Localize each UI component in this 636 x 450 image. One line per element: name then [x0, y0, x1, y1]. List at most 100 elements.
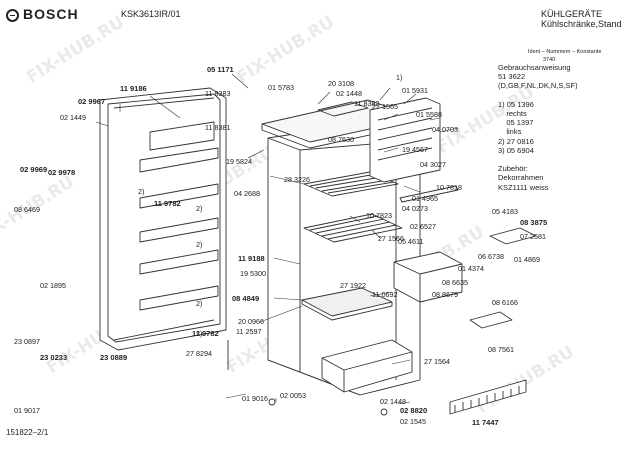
bosch-logo-icon	[6, 9, 19, 22]
model-number: KSK3613IR/01	[121, 9, 181, 19]
part-number-label: 27 1565	[372, 102, 398, 111]
part-number-label: 11 9782	[192, 329, 219, 338]
part-number-label: 05 1171	[207, 65, 234, 74]
part-number-label: 08 7630	[328, 135, 354, 144]
info-line: 1) 05 1396	[498, 99, 534, 109]
info-line: 51 3622	[498, 72, 526, 82]
part-number-label: 01 4374	[458, 264, 484, 273]
part-number-label: 05 4183	[492, 207, 518, 216]
part-number-label: 23 0897	[14, 337, 40, 346]
part-number-label: 2)	[196, 204, 203, 213]
part-number-label: 06 6738	[478, 252, 504, 261]
part-number-label: 19 5824	[226, 157, 252, 166]
part-number-label: 2)	[196, 240, 203, 249]
part-number-label: 28 3226	[284, 175, 310, 184]
part-number-label: 08 6166	[492, 298, 518, 307]
part-number-label: 27 8294	[186, 349, 212, 358]
part-number-label: 19 4567	[402, 145, 428, 154]
part-number-label: 02 1448	[380, 397, 406, 406]
part-number-label: 11 8382	[354, 99, 380, 108]
part-number-label: 08 8679	[432, 290, 458, 299]
part-number-label: 05 4611	[398, 237, 424, 246]
part-number-label: 11 8383	[205, 89, 231, 98]
foot-icon	[268, 398, 276, 406]
info-line: rechts	[498, 109, 527, 118]
part-number-label: 20 3108	[328, 79, 354, 88]
brand-header: BOSCH	[6, 6, 79, 22]
part-number-label: 01 5588	[416, 110, 442, 119]
category-title: KÜHLGERÄTE	[541, 9, 603, 19]
part-number-label: 10 7823	[366, 211, 392, 220]
small-compartment	[393, 251, 463, 303]
part-number-label: 11 9186	[120, 84, 147, 93]
part-number-label: 08 7561	[488, 345, 514, 354]
info-line: 2) 27 0816	[498, 136, 534, 146]
info-line: (D,GB,F,NL,DK,N,S,SF)	[498, 81, 578, 91]
hinge-parts	[489, 227, 537, 245]
part-number-label: 11 9188	[238, 254, 265, 263]
part-number-label: 08 3875	[520, 218, 548, 227]
part-number-label: 01 5931	[402, 86, 428, 95]
part-number-label: 02 1448	[336, 89, 362, 98]
info-line: KSZ1111 weiss	[498, 182, 549, 192]
info-line: Dekorrahmen	[498, 173, 544, 183]
kick-plate	[449, 379, 527, 415]
ident-number: 3740	[543, 57, 556, 63]
part-number-label: 27 1566	[378, 234, 404, 243]
part-number-label: 2)	[138, 187, 145, 196]
part-number-label: 02 0053	[280, 391, 306, 400]
info-line: Gebrauchsanweisung	[498, 63, 571, 72]
part-number-label: 07 2581	[520, 232, 546, 241]
part-number-label: 02 9969	[20, 165, 48, 174]
part-number-label: 11 7447	[472, 418, 499, 427]
part-number-label: 01 9017	[14, 406, 40, 415]
door-racks	[139, 121, 219, 311]
brand-name: BOSCH	[23, 6, 79, 22]
part-number-label: 02 1449	[60, 113, 86, 122]
info-line: links	[498, 127, 522, 137]
part-number-label: 01 5783	[268, 83, 294, 92]
part-number-label: 11 9782	[154, 199, 181, 208]
part-number-label: 02 8820	[400, 406, 428, 415]
part-number-label: 02 1895	[40, 281, 66, 290]
category-subtitle: Kühlschränke,Stand	[541, 19, 622, 29]
part-number-label: 01 9016	[242, 394, 268, 403]
crisper-drawer	[321, 339, 413, 393]
part-number-label: 02 1545	[400, 417, 426, 426]
part-number-label: 08 4849	[232, 294, 260, 303]
evaporator-panel	[369, 97, 441, 183]
part-number-label: 20 0966	[238, 317, 264, 326]
part-number-label: 02 9978	[48, 168, 76, 177]
part-number-label: 19 5300	[240, 269, 266, 278]
part-number-label: 2)	[196, 299, 203, 308]
part-number-label: 23 0889	[100, 353, 128, 362]
part-number-label: 04 0703	[432, 125, 458, 134]
part-number-label: 2)	[196, 329, 203, 338]
foot-icon	[380, 408, 388, 416]
info-line: 3) 05 6904	[498, 145, 534, 155]
part-number-label: 02 6527	[410, 222, 436, 231]
part-number-label: 04 3027	[420, 160, 446, 169]
part-number-label: 10 7818	[436, 183, 462, 192]
info-line: 05 1397	[498, 118, 534, 128]
part-number-label: 08 6469	[14, 205, 40, 214]
part-number-label: 04 0273	[402, 204, 428, 213]
part-number-label: 1)	[396, 73, 403, 82]
part-number-label: 04 2688	[234, 189, 260, 198]
ident-line: Ident – Nummern – Konstante	[528, 49, 602, 55]
part-number-label: 27 1564	[424, 357, 450, 366]
part-number-label: 11 0692	[372, 290, 398, 299]
part-number-label: 01 4965	[412, 194, 438, 203]
part-number-label: 08 6635	[442, 278, 468, 287]
part-number-label: 11 8381	[205, 123, 231, 132]
part-number-label: 11 2597	[236, 327, 262, 336]
thermostat	[469, 311, 513, 329]
leader-lines	[95, 73, 459, 405]
rail	[399, 185, 459, 203]
drawing-number: 151822–2/1	[6, 428, 49, 437]
part-number-label: 01 4869	[514, 255, 540, 264]
info-line: Zubehör:	[498, 164, 529, 174]
part-number-label: 02 9967	[78, 97, 106, 106]
